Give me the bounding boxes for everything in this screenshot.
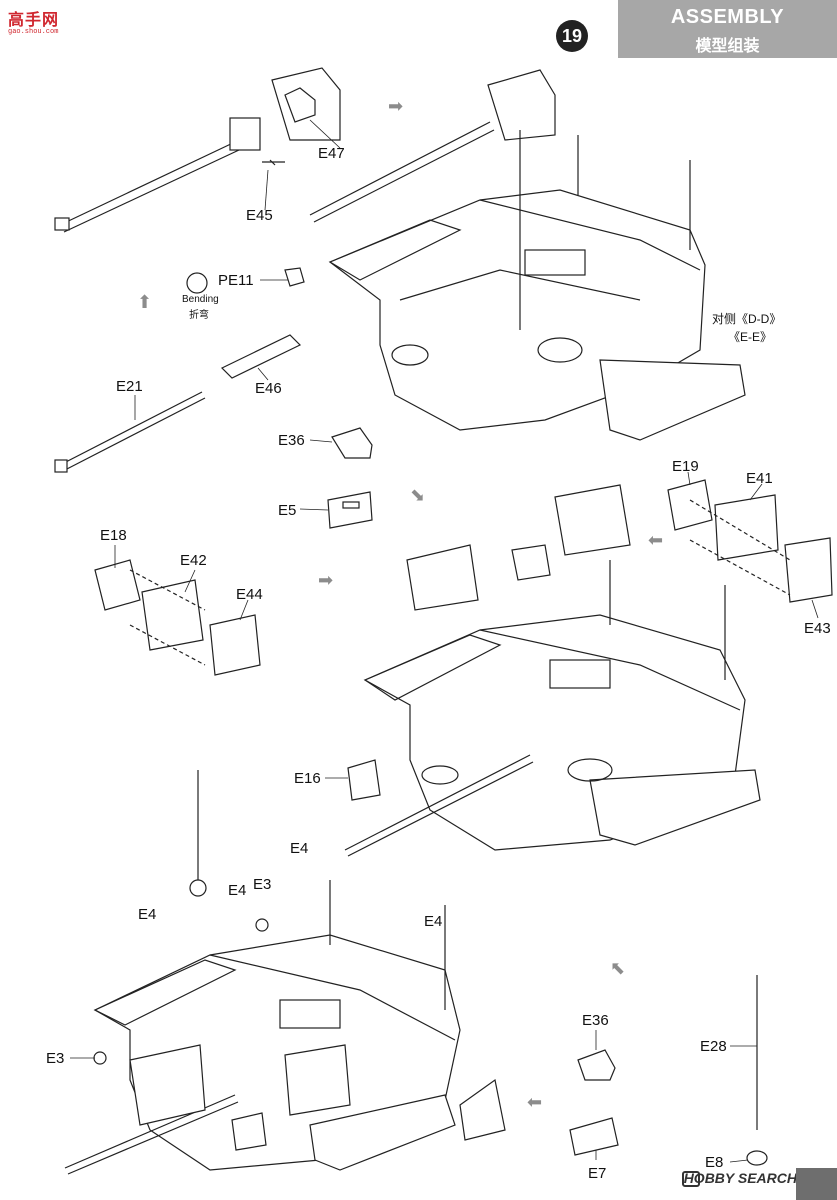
step-arrow-down-right-icon: ⬊ xyxy=(410,485,426,505)
bending-label-cn: 折弯 xyxy=(189,310,209,321)
step-arrow-right-2-icon: ➡ xyxy=(318,570,334,590)
part-label-e21: E21 xyxy=(116,378,143,395)
section-header: ASSEMBLY 模型组装 xyxy=(618,0,837,58)
site-logo: 高手网 gao.shou.com xyxy=(8,6,68,36)
section-title-cn: 模型组装 xyxy=(695,38,760,55)
site-logo-brand: 高手网 xyxy=(8,10,60,29)
step-arrow-right-icon: ➡ xyxy=(388,96,404,116)
part-label-e41: E41 xyxy=(746,470,773,487)
vehicle-view-bottom xyxy=(64,770,506,1175)
part-label-e45: E45 xyxy=(246,207,273,224)
part-label-e3-top: E3 xyxy=(253,876,272,893)
sight-assembly-left xyxy=(94,559,261,676)
section-title-en: ASSEMBLY xyxy=(670,6,785,28)
turret-view-top xyxy=(309,69,746,441)
site-logo-url: gao.shou.com xyxy=(8,28,59,36)
parts-e36-e5 xyxy=(327,427,373,529)
part-label-e4-c: E4 xyxy=(138,906,157,923)
page-tab xyxy=(796,1168,837,1200)
bending-label-en: Bending xyxy=(182,294,219,305)
part-label-e8: E8 xyxy=(705,1154,724,1171)
leader-lines xyxy=(70,119,819,1163)
part-label-e4-d: E4 xyxy=(424,913,443,930)
part-label-e4-a: E4 xyxy=(290,840,309,857)
part-label-e36-lower: E36 xyxy=(582,1012,609,1029)
step-arrow-left-2-icon: ⬅ xyxy=(527,1092,543,1112)
gun-barrel-e21 xyxy=(54,267,305,473)
step-arrow-left-icon: ⬅ xyxy=(648,530,664,550)
sight-assembly-right xyxy=(667,479,833,603)
parts-e36-e7-e28-e8 xyxy=(569,975,768,1166)
part-label-e43: E43 xyxy=(804,620,831,637)
part-label-e47: E47 xyxy=(318,145,345,162)
part-label-e19: E19 xyxy=(672,458,699,475)
part-label-pe11: PE11 xyxy=(218,272,254,289)
watermark-bottom: HOBBY SEARCH xyxy=(683,1170,797,1186)
step-arrow-up-icon: ⬆ xyxy=(137,292,153,312)
part-label-e46: E46 xyxy=(255,380,282,397)
part-label-e18: E18 xyxy=(100,527,127,544)
vehicle-view-middle xyxy=(344,484,761,857)
part-label-e5: E5 xyxy=(278,502,297,519)
part-label-e7: E7 xyxy=(588,1165,607,1182)
step-arrow-up-left-icon: ⬉ xyxy=(610,958,626,978)
part-label-e44: E44 xyxy=(236,586,263,603)
part-label-e3-left: E3 xyxy=(46,1050,65,1067)
part-label-e28: E28 xyxy=(700,1038,727,1055)
part-label-e42: E42 xyxy=(180,552,207,569)
opposite-side-note: 对侧《D-D》 xyxy=(712,312,782,326)
part-label-e16: E16 xyxy=(294,770,321,787)
hobby-search-logo-icon xyxy=(682,1171,700,1187)
opposite-side-note-2: 《E-E》 xyxy=(728,330,773,344)
part-label-e36-upper: E36 xyxy=(278,432,305,449)
step-number: 19 xyxy=(556,20,588,52)
gun-barrel-assembly-top xyxy=(54,67,341,233)
part-label-e4-b: E4 xyxy=(228,882,247,899)
